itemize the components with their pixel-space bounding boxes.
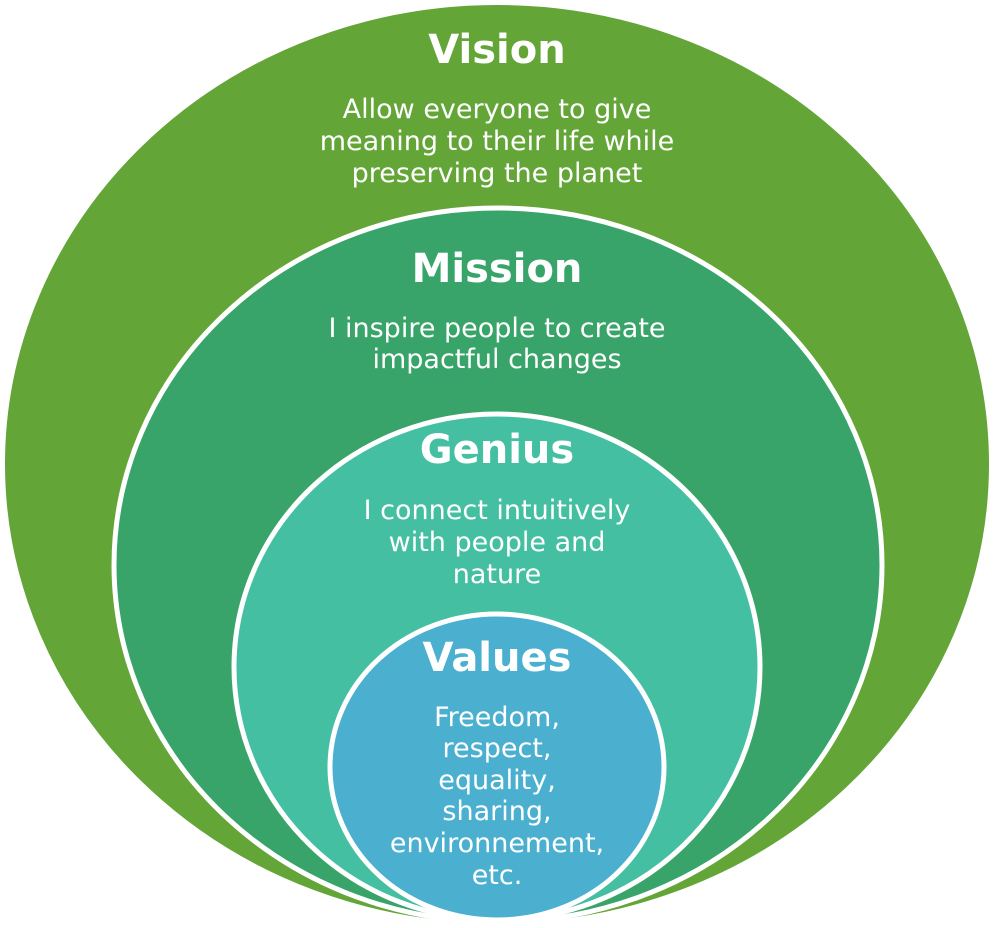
genius-text-line-2: with people and xyxy=(389,527,606,558)
mission-title: Mission xyxy=(412,246,583,292)
values-text-line-5: environnement, xyxy=(390,828,604,859)
values-text-line-4: sharing, xyxy=(442,796,551,827)
mission-text-line-2: impactful changes xyxy=(372,344,621,375)
values-ring xyxy=(327,611,667,923)
values-text-line-3: equality, xyxy=(438,765,556,796)
values-text-line-2: respect, xyxy=(443,733,552,764)
values-text-line-1: Freedom, xyxy=(434,702,560,733)
vision-text-line-1: Allow everyone to give xyxy=(343,94,652,125)
vision-text-line-2: meaning to their life while xyxy=(320,126,675,157)
mission-text-line-1: I inspire people to create xyxy=(328,313,665,344)
genius-text-line-3: nature xyxy=(453,559,541,590)
vision-title: Vision xyxy=(428,27,565,73)
vision-text-line-3: preserving the planet xyxy=(352,158,643,189)
genius-title: Genius xyxy=(420,427,574,473)
values-text-line-6: etc. xyxy=(472,860,523,891)
values-title: Values xyxy=(423,635,572,681)
genius-text-line-1: I connect intuitively xyxy=(364,495,631,526)
